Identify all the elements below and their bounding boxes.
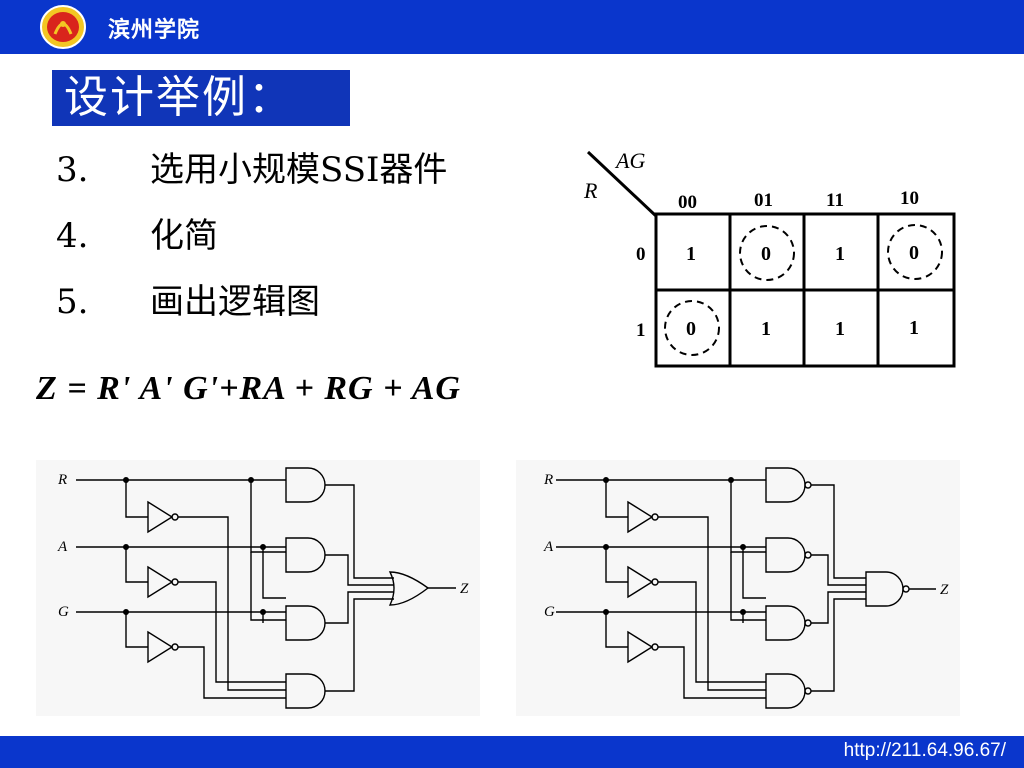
- kmap-cell: 1: [835, 243, 845, 265]
- kmap-row-header: 1: [636, 320, 646, 341]
- kmap-cell: 1: [686, 243, 696, 265]
- step-text: 选用小规模SSI器件: [150, 150, 448, 190]
- kmap-row-header: 0: [636, 244, 646, 265]
- output-label-z: Z: [460, 581, 469, 597]
- step-text: 化简: [150, 216, 218, 256]
- kmap-cell: 0: [909, 242, 919, 264]
- step-4: 4. 化简: [56, 216, 218, 256]
- kmap-col-variable: AG: [614, 148, 645, 173]
- slide-title: 设计举例：: [64, 72, 294, 123]
- and-or-logic-diagram: R A G Z: [36, 460, 480, 716]
- kmap-cell: 1: [761, 318, 771, 340]
- input-label-a: A: [57, 539, 68, 555]
- boolean-equation: Z = R' A' G'+RA + RG + AG: [36, 370, 461, 407]
- output-label-z: Z: [940, 582, 949, 598]
- kmap-circled-zero-marker: [664, 300, 720, 356]
- input-label-r: R: [57, 472, 67, 488]
- kmap-cell: 0: [686, 318, 696, 340]
- kmap-circled-zero-marker: [739, 225, 795, 281]
- kmap-cell: 0: [761, 243, 771, 265]
- kmap-cell: 1: [909, 317, 919, 339]
- input-label-g: G: [544, 604, 555, 620]
- header-bar: [0, 0, 1024, 54]
- input-label-a: A: [543, 539, 554, 555]
- university-emblem-icon: [40, 5, 86, 49]
- kmap-col-header: 10: [900, 188, 919, 209]
- kmap-col-header: 01: [754, 190, 773, 211]
- input-label-g: G: [58, 604, 69, 620]
- step-number: 3.: [56, 150, 89, 190]
- step-3: 3. 选用小规模SSI器件: [56, 150, 447, 190]
- step-5: 5. 画出逻辑图: [56, 282, 320, 322]
- input-label-r: R: [543, 472, 553, 488]
- kmap-col-header: 00: [678, 192, 697, 213]
- step-number: 5.: [56, 282, 89, 322]
- kmap-col-header: 11: [826, 190, 844, 211]
- kmap-row-variable: R: [583, 178, 598, 203]
- kmap-cell: 1: [835, 318, 845, 340]
- nand-nand-logic-diagram: R A G Z: [516, 460, 960, 716]
- step-text: 画出逻辑图: [150, 282, 320, 322]
- karnaugh-map: AG R 00 01 11 10 0 1 1 0 1 0 0 1 1 1: [583, 148, 956, 368]
- step-number: 4.: [56, 216, 89, 256]
- kmap-circled-zero-marker: [887, 224, 943, 280]
- school-name: 滨州学院: [108, 18, 201, 43]
- footer-url[interactable]: http://211.64.96.67/: [843, 740, 1006, 761]
- title-background: [52, 70, 350, 126]
- footer-bar: [0, 736, 1024, 768]
